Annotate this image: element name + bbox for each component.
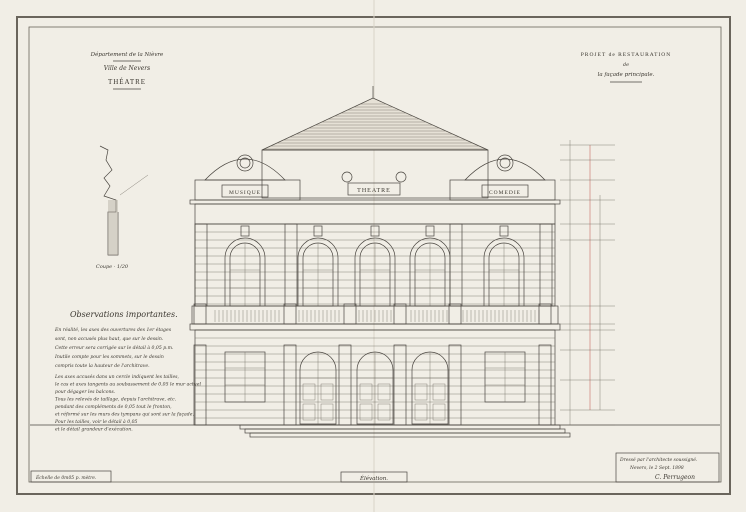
title-box: [340, 471, 408, 483]
balcony-pier: [538, 303, 552, 325]
entrance-door: [356, 351, 394, 425]
observation-line: pour dégager les balcons.: [55, 388, 116, 395]
section-detail: Coupe · 1/20: [96, 145, 149, 270]
signature: C. Perrugeon: [655, 474, 695, 481]
building-label: THÉATRE: [108, 78, 146, 86]
project-title: PROJET de RESTAURATION: [581, 52, 672, 58]
drawing-title: Élévation.: [359, 474, 388, 482]
ground-pilaster: [283, 344, 297, 426]
signature-line1: Dressé par l'architecte soussigné.: [619, 456, 698, 463]
ground-pilaster: [338, 344, 352, 426]
arched-window: [297, 225, 339, 307]
roof: [261, 97, 489, 151]
theatre-facade: THEATRE MUSIQUE COMEDIE: [30, 86, 720, 438]
pilaster: [539, 223, 553, 307]
signature-line2: Nevers, le 2 Sept. 1898: [629, 465, 684, 471]
city-label: Ville de Nevers: [104, 65, 150, 72]
balcony-pier: [193, 303, 207, 325]
arched-window: [409, 225, 451, 307]
right-pavilion-inscription: COMEDIE: [489, 190, 521, 196]
observation-line: Cette erreur sera corrigée sur le détail…: [55, 344, 174, 351]
department-label: Département de la Nièvre: [90, 51, 164, 58]
scale-label: Échelle de 0m05 p. mètre.: [35, 473, 97, 481]
observation-line: En réalité, les axes des ouvertures des …: [54, 326, 172, 333]
balcony-pier: [393, 303, 407, 325]
observation-line: Inutile compte pour les sommets, sur le …: [54, 354, 164, 360]
scale-box: [30, 470, 112, 483]
ground-pilaster: [538, 344, 552, 426]
entrance-door: [299, 351, 337, 425]
observations-note: Observations importantes. En réalité, le…: [54, 310, 201, 433]
observation-line: et réformé sur les murs des tympans qui …: [55, 411, 194, 418]
arched-window: [483, 225, 525, 307]
ground-pilaster: [448, 344, 462, 426]
balcony-pier: [343, 303, 357, 325]
pilaster: [449, 223, 463, 307]
dimension-lines: [560, 140, 615, 426]
ground-window: [224, 351, 266, 403]
observation-line: le cas et axes tangents au soubassement …: [55, 382, 201, 388]
signature-box: [615, 452, 720, 483]
observation-line: compris toute la hauteur de l'architrave…: [55, 363, 150, 369]
observation-line: pendant des compléments de 0,05 tout le …: [55, 403, 172, 410]
project-title-de: de: [623, 62, 629, 68]
pilaster: [284, 223, 298, 307]
observations-title: Observations importantes.: [70, 310, 178, 319]
observation-line: Tous les relevés de taillage, depuis l'a…: [55, 396, 177, 403]
observation-line: et le détail grandeur d'exécution.: [55, 426, 133, 433]
pilaster: [194, 223, 208, 307]
ground-window: [484, 351, 526, 403]
observation-line: Pour les tailles, voir le détail à 0,05: [54, 418, 138, 425]
arched-window: [224, 225, 266, 307]
entrance-door: [411, 351, 449, 425]
center-inscription: THEATRE: [357, 188, 391, 194]
balcony-pier: [448, 303, 462, 325]
project-subtitle: la façade principale.: [598, 72, 655, 78]
section-label: Coupe · 1/20: [96, 264, 129, 270]
observation-line: sont, non accusés plus haut, que sur le …: [55, 335, 164, 342]
arched-window: [354, 225, 396, 307]
balcony-pier: [283, 303, 297, 325]
observation-line: Les axes accusés dans un cercle indiquen…: [54, 373, 180, 380]
ground-pilaster: [393, 344, 407, 426]
left-pavilion-inscription: MUSIQUE: [229, 190, 261, 196]
